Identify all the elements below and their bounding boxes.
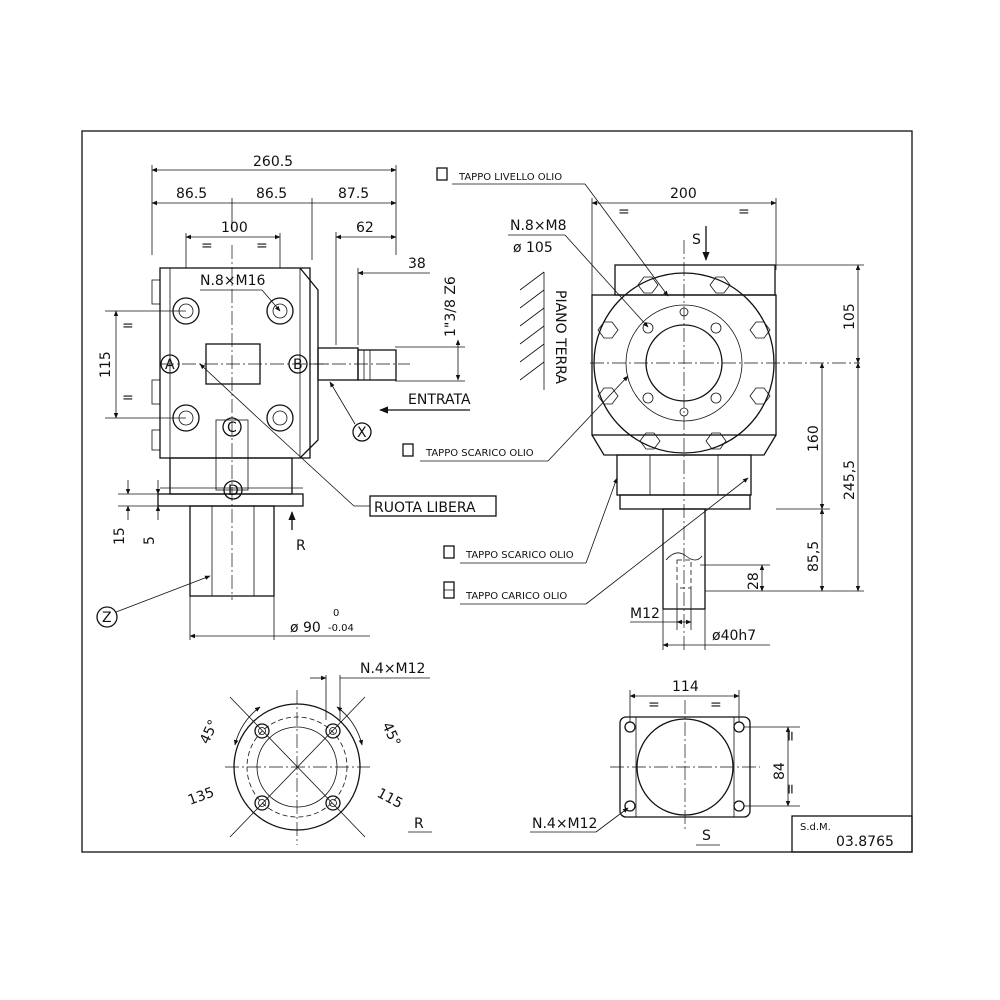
tappo-carico-label: TAPPO CARICO OLIO xyxy=(465,591,567,602)
eq-mark: = xyxy=(710,697,722,713)
bottom-right-bolts: N.4×M12 xyxy=(532,816,597,832)
marker-z: Z xyxy=(102,610,112,626)
eq-mark: = xyxy=(122,318,134,334)
dim-half-b: 86.5 xyxy=(256,186,287,202)
piano-terra-label: PIANO TERRA xyxy=(552,290,568,384)
title-code: 03.8765 xyxy=(836,834,894,850)
angle-a: 45° xyxy=(197,717,222,746)
dim-spline-tip: 38 xyxy=(408,256,426,272)
bottom-left-view: 45° 45° 135 115 N.4×M12 R xyxy=(186,661,432,845)
marker-b: B xyxy=(293,357,303,373)
side-shaft-diam: ø40h7 xyxy=(712,628,756,644)
side-height-160: 160 xyxy=(806,425,822,452)
eq-mark: = xyxy=(738,204,750,220)
bottom-right-width: 114 xyxy=(672,679,699,695)
tappo-livello-label: TAPPO LIVELLO OLIO xyxy=(458,172,562,183)
eq-mark: = xyxy=(618,204,630,220)
drawing-frame xyxy=(81,130,913,853)
dim-spline-spec: 1"3/8 Z6 xyxy=(443,276,459,337)
side-height-245-5: 245,5 xyxy=(842,460,858,500)
diam-115: 115 xyxy=(374,785,405,812)
tappo-scarico-1-label: TAPPO SCARICO OLIO xyxy=(425,448,534,459)
angle-b: 45° xyxy=(378,720,403,749)
marker-a: A xyxy=(165,357,175,373)
dim-base-tol-lower: -0.04 xyxy=(328,623,354,634)
side-front-bolts: N.8×M8 xyxy=(510,218,567,234)
side-key-28: 28 xyxy=(746,572,762,590)
view-label-r: R xyxy=(414,816,424,832)
entrata-label: ENTRATA xyxy=(408,392,471,408)
ruota-libera-label: RUOTA LIBERA xyxy=(374,500,476,516)
marker-d: D xyxy=(228,483,239,499)
title-company: S.d.M. xyxy=(800,822,831,833)
side-view: 200 = = TAPPO LIVELLO OLIO N.8×M8 ø 105 … xyxy=(402,167,864,650)
arrow-r-label: R xyxy=(296,538,306,554)
eq-mark: = xyxy=(783,783,799,795)
side-height-85-5: 85,5 xyxy=(806,541,822,572)
dim-flange-5: 5 xyxy=(142,536,158,545)
side-height-105: 105 xyxy=(842,303,858,330)
dim-flange-15: 15 xyxy=(112,527,128,545)
marker-c: C xyxy=(227,420,237,436)
view-label-s: S xyxy=(702,828,711,844)
dim-hole-spacing: 115 xyxy=(98,351,114,378)
dim-overall-width: 260.5 xyxy=(253,154,293,170)
dim-base-tol-upper: 0 xyxy=(333,608,339,619)
diam-135: 135 xyxy=(186,785,217,809)
bottom-left-bolts: N.4×M12 xyxy=(360,661,425,677)
front-view: 260.5 86.5 86.5 87.5 100 = = 62 38 1"3/8… xyxy=(96,154,497,640)
marker-x: X xyxy=(357,425,367,441)
side-key-thread: M12 xyxy=(630,606,660,622)
arrow-s-label: S xyxy=(692,232,701,248)
bottom-right-view: 114 = = 84 = = N.4×M12 S xyxy=(530,679,800,846)
dim-side-width: 200 xyxy=(670,186,697,202)
bottom-right-height: 84 xyxy=(772,762,788,780)
eq-mark: = xyxy=(122,390,134,406)
dim-shaft-length: 87.5 xyxy=(338,186,369,202)
eq-mark: = xyxy=(648,697,660,713)
tappo-scarico-2-label: TAPPO SCARICO OLIO xyxy=(465,550,574,561)
eq-mark: = xyxy=(256,238,268,254)
title-block: S.d.M. 03.8765 xyxy=(791,815,913,853)
dim-side-bolts: N.8×M16 xyxy=(200,273,266,289)
eq-mark: = xyxy=(783,730,799,742)
side-front-diam: ø 105 xyxy=(513,240,553,256)
dim-base-diameter: ø 90 xyxy=(290,620,321,636)
eq-mark: = xyxy=(201,238,213,254)
dim-bolt-spacing: 100 xyxy=(221,220,248,236)
dim-half-a: 86.5 xyxy=(176,186,207,202)
dim-spline-length: 62 xyxy=(356,220,374,236)
